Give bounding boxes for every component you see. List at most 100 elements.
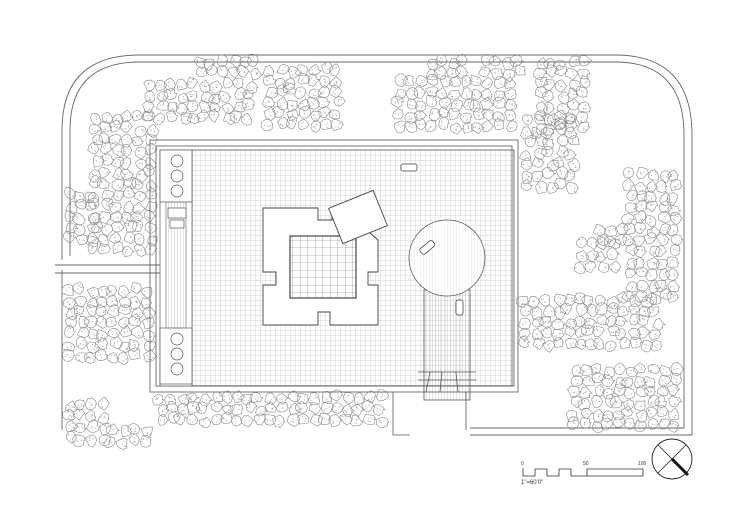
tree-canopy-icon [85, 409, 96, 422]
tree-canopy-icon [574, 325, 587, 338]
tree-canopy-icon [592, 224, 607, 238]
tree-canopy-icon [185, 90, 198, 103]
tree-canopy-icon [88, 211, 102, 226]
tree-canopy-icon [141, 316, 155, 329]
tree-canopy-icon [427, 58, 439, 71]
tree-canopy-icon [157, 90, 170, 103]
tree-canopy-icon [542, 123, 557, 136]
tree-canopy-icon [105, 285, 118, 297]
tree-canopy-icon [551, 319, 567, 330]
tree-canopy-icon [130, 325, 144, 339]
tree-canopy-icon [319, 75, 332, 89]
tree-canopy-icon [260, 118, 274, 132]
tree-canopy-icon [110, 220, 125, 233]
tree-canopy-icon [604, 314, 618, 327]
tree-canopy-icon [392, 108, 404, 120]
tree-canopy-icon [574, 315, 588, 327]
tree-canopy-icon [90, 112, 102, 126]
tree-canopy-icon [147, 123, 160, 139]
tree-canopy-icon [249, 392, 264, 403]
tree-canopy-icon [404, 120, 417, 134]
tree-canopy-icon [565, 112, 578, 125]
tree-canopy-icon [591, 372, 606, 384]
tree-canopy-icon [531, 170, 544, 183]
tree-canopy-icon [648, 279, 662, 293]
tree-canopy-icon [621, 377, 634, 388]
tree-canopy-icon [638, 305, 652, 317]
tree-canopy-icon [504, 76, 517, 90]
tree-canopy-icon [576, 68, 591, 80]
tree-canopy-icon [667, 169, 679, 182]
tree-canopy-icon [656, 405, 670, 417]
tree-canopy-icon [246, 53, 259, 68]
tree-canopy-icon [185, 99, 199, 113]
tree-canopy-icon [591, 421, 603, 434]
tree-canopy-icon [176, 78, 190, 91]
tree-canopy-icon [77, 326, 90, 339]
tree-canopy-icon [106, 352, 120, 364]
tree-canopy-icon [298, 105, 312, 119]
tree-canopy-icon [211, 400, 225, 413]
tree-canopy-icon [659, 200, 673, 213]
tree-canopy-icon [527, 296, 541, 310]
tree-canopy-icon [455, 65, 469, 80]
tree-canopy-icon [610, 395, 625, 409]
tree-canopy-icon [97, 285, 112, 299]
tree-canopy-icon [123, 220, 138, 233]
tree-canopy-icon [84, 191, 97, 203]
tree-canopy-icon [112, 240, 125, 255]
tree-canopy-icon [579, 386, 593, 399]
tree-canopy-icon [97, 242, 112, 255]
tree-canopy-icon [239, 56, 253, 69]
tree-canopy-icon [519, 150, 532, 161]
tree-canopy-icon [576, 236, 589, 249]
tree-canopy-icon [646, 226, 662, 238]
tree-canopy-icon [234, 86, 248, 101]
tree-canopy-icon [71, 281, 84, 295]
tree-canopy-icon [107, 327, 121, 339]
tree-canopy-icon [331, 402, 345, 414]
tree-canopy-icon [78, 315, 91, 329]
tree-canopy-icon [101, 189, 115, 203]
tree-canopy-icon [459, 112, 473, 125]
tree-canopy-icon [264, 392, 277, 406]
tree-canopy-icon [624, 267, 638, 279]
tree-canopy-icon [643, 386, 656, 398]
tree-canopy-icon [83, 351, 97, 364]
tree-canopy-icon [145, 188, 158, 200]
tree-canopy-icon [109, 231, 122, 244]
scale-bar [522, 468, 644, 477]
tree-canopy-icon [103, 436, 116, 449]
tree-canopy-icon [229, 403, 244, 416]
tree-canopy-icon [575, 86, 589, 98]
tree-canopy-icon [316, 95, 331, 108]
tree-canopy-icon [615, 327, 626, 341]
tree-canopy-icon [450, 99, 463, 112]
tree-canopy-icon [636, 167, 650, 180]
tree-canopy-icon [568, 55, 581, 68]
tree-canopy-icon [153, 112, 165, 126]
tree-canopy-icon [655, 233, 671, 247]
parking-drive [392, 219, 486, 436]
tree-canopy-icon [131, 219, 143, 233]
tree-canopy-icon [564, 338, 579, 349]
tree-canopy-icon [576, 303, 590, 316]
tree-canopy-icon [446, 90, 462, 100]
tree-canopy-icon [604, 340, 617, 353]
tree-canopy-icon [112, 167, 126, 181]
tree-canopy-icon [449, 122, 464, 135]
tree-canopy-icon [557, 91, 570, 105]
tree-canopy-icon [649, 340, 663, 352]
tree-canopy-icon [285, 116, 297, 130]
tree-canopy-icon [282, 82, 297, 95]
tree-canopy-icon [185, 77, 199, 89]
tree-canopy-icon [245, 401, 258, 414]
tree-canopy-icon [667, 280, 681, 293]
tree-canopy-icon [575, 250, 590, 263]
tree-canopy-icon [424, 86, 439, 98]
tree-canopy-icon [583, 317, 598, 329]
tree-canopy-icon [593, 409, 606, 423]
tree-canopy-icon [534, 110, 547, 122]
tree-canopy-icon [462, 121, 475, 134]
tree-canopy-icon [534, 148, 548, 161]
